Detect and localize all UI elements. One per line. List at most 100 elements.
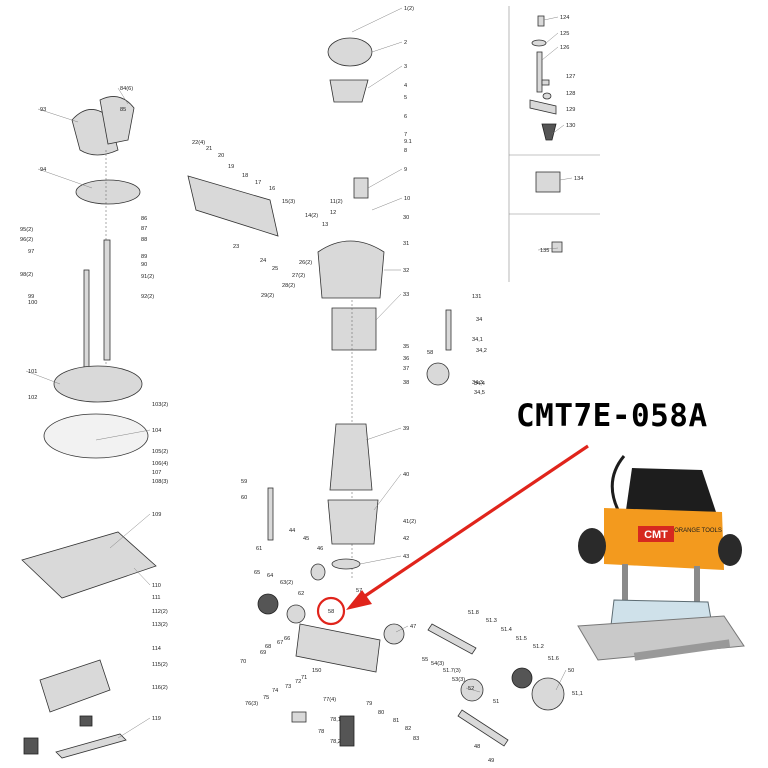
part-number-label: 43 xyxy=(403,554,409,560)
part-number-label: 78,2 xyxy=(330,739,341,745)
part-number-label: 9.1 xyxy=(404,139,412,145)
part-number-label: 52 xyxy=(468,686,474,692)
part-number-label: 135 xyxy=(540,248,549,254)
part-88-column xyxy=(103,239,111,361)
part-number-label: 79 xyxy=(366,701,372,707)
part-number-label: 37 xyxy=(403,366,409,372)
part-43 xyxy=(331,558,361,570)
part-number-label: 62 xyxy=(298,591,304,597)
part-number-label: 19 xyxy=(228,164,234,170)
part-number-label: 103(2) xyxy=(152,402,168,408)
part-number-label: 54(3) xyxy=(431,661,444,667)
leader-line xyxy=(359,555,402,565)
part-number-label: 113(2) xyxy=(152,622,168,628)
part-number-label: 85 xyxy=(120,107,126,113)
part-number-label: 126 xyxy=(560,45,569,51)
leader-line xyxy=(543,16,559,21)
part-number-label: 112(2) xyxy=(152,609,168,615)
part-number-label: 69 xyxy=(260,650,266,656)
part-number-label: 49 xyxy=(488,758,494,764)
part-number-label: 13 xyxy=(322,222,328,228)
part-78-collet xyxy=(339,715,355,747)
part-gearbox xyxy=(295,623,381,673)
part-47 xyxy=(383,623,405,645)
part-39-armature xyxy=(329,423,373,491)
part-number-label: 24 xyxy=(260,258,266,264)
callout-arrow-shaft xyxy=(361,444,589,600)
part-number-label: 33 xyxy=(403,292,409,298)
part-number-label: 20 xyxy=(218,153,224,159)
part-number-label: 47 xyxy=(410,624,416,630)
callout-arrowhead xyxy=(346,590,372,610)
base-assembly xyxy=(21,96,157,759)
part-number-label: 4 xyxy=(404,83,407,89)
part-number-label: 34,3 xyxy=(472,380,483,386)
leader-line xyxy=(373,473,402,511)
part-number-label: 46 xyxy=(317,546,323,552)
part-127 xyxy=(541,79,550,86)
part-number-label: 86 xyxy=(141,216,147,222)
part-number-label: 109 xyxy=(152,512,161,518)
part-60-rod xyxy=(267,487,274,541)
part-number-label: 76(3) xyxy=(245,701,258,707)
part-number-label: 82 xyxy=(405,726,411,732)
part-109-plate xyxy=(21,531,157,599)
part-number-label: 65 xyxy=(254,570,260,576)
part-62 xyxy=(286,604,306,624)
part-number-label: 129 xyxy=(566,107,575,113)
part-number-label: 63(2) xyxy=(280,580,293,586)
part-number-label: 61 xyxy=(256,546,262,552)
part-51-6 xyxy=(511,667,533,689)
part-129 xyxy=(529,99,557,115)
part-number-label: 12 xyxy=(330,210,336,216)
leader-line xyxy=(375,293,402,321)
part-32-housing xyxy=(317,240,385,299)
callout-circle xyxy=(316,596,346,626)
part-number-label: 89 xyxy=(141,254,147,260)
part-94 xyxy=(75,179,141,205)
photo-cord xyxy=(610,455,626,511)
part-number-label: 128 xyxy=(566,91,575,97)
part-40-fan xyxy=(327,499,379,545)
part-number-label: 127 xyxy=(566,74,575,80)
part-114-bracket xyxy=(39,659,111,713)
part-number-label: 73 xyxy=(285,684,291,690)
part-number-label: 58 xyxy=(328,609,334,615)
part-33-stator xyxy=(331,307,377,351)
part-number-label: 51 xyxy=(493,699,499,705)
photo-motor-top xyxy=(626,468,716,512)
part-number-label: 78 xyxy=(318,729,324,735)
part-119-wrench xyxy=(55,733,127,759)
part-number-label: 48 xyxy=(474,744,480,750)
part-number-label: 51.4 xyxy=(501,627,512,633)
part-number-label: 51.7(3) xyxy=(443,668,461,674)
part-number-label: 130 xyxy=(566,123,575,129)
part-125 xyxy=(531,39,547,47)
part-number-label: 28(2) xyxy=(282,283,295,289)
part-130 xyxy=(541,123,557,141)
part-number-label: 90 xyxy=(141,262,147,268)
part-number-label: 111 xyxy=(152,595,161,601)
part-124 xyxy=(537,15,545,27)
part-52 xyxy=(460,678,484,702)
photo-guide-rail xyxy=(633,639,731,661)
part-number-label: 66 xyxy=(284,636,290,642)
motor-assembly xyxy=(187,37,565,747)
part-number-label: 38 xyxy=(403,380,409,386)
leader-line xyxy=(95,429,151,441)
part-number-label: 6 xyxy=(404,114,407,120)
part-number-label: 74 xyxy=(272,688,278,694)
part-85-handle xyxy=(99,96,135,145)
part-number-label: 10 xyxy=(404,196,410,202)
photo-left-handle xyxy=(578,528,606,564)
part-number-label: 35 xyxy=(403,344,409,350)
part-76 xyxy=(291,711,307,723)
part-number-label: 23 xyxy=(233,244,239,250)
part-number-label: 34,2 xyxy=(476,348,487,354)
part-number-label: 26(2) xyxy=(299,260,312,266)
part-number-label: 115(2) xyxy=(152,662,168,668)
part-number-label: 53(3) xyxy=(452,677,465,683)
part-number-label: 125 xyxy=(560,31,569,37)
part-number-label: 36 xyxy=(403,356,409,362)
